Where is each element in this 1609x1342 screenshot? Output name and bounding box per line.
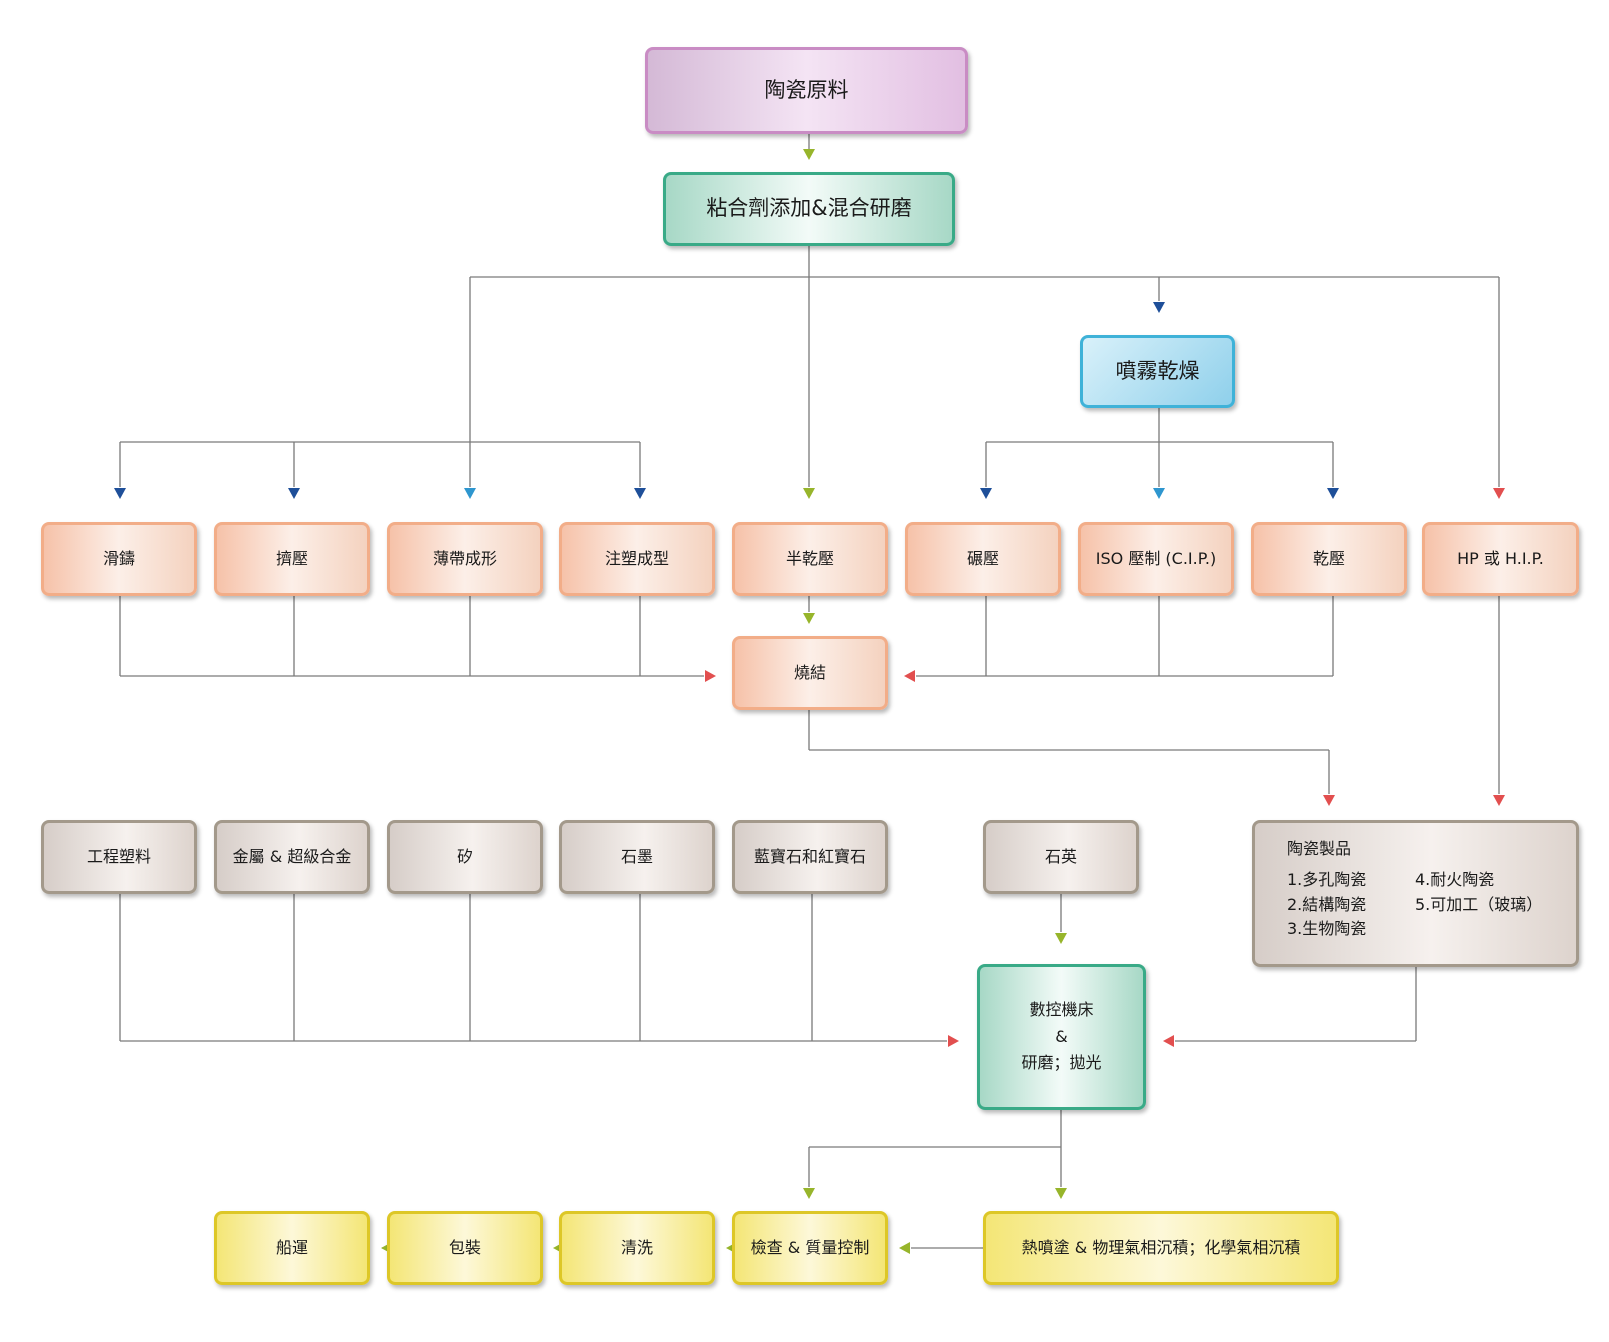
node-spray-dry: 噴霧乾燥 xyxy=(1080,335,1235,408)
arrowhead xyxy=(705,670,716,682)
ceramic-products-list: 1.多孔陶瓷 4.耐火陶瓷 2.結構陶瓷 5.可加工（玻璃） 3.生物陶瓷 xyxy=(1287,870,1565,940)
label-dry-press: 乾壓 xyxy=(1312,548,1345,568)
arrowhead xyxy=(948,1035,959,1047)
node-shipping: 船運 xyxy=(214,1211,370,1285)
node-hp-hip: HP 或 H.I.P. xyxy=(1422,522,1579,596)
arrowhead xyxy=(1323,795,1335,806)
arrowhead xyxy=(1493,795,1505,806)
node-quartz: 石英 xyxy=(983,820,1139,894)
arrowhead xyxy=(803,613,815,624)
label-sintering: 燒結 xyxy=(793,662,826,682)
node-inspection: 檢查 & 質量控制 xyxy=(732,1211,888,1285)
node-extrusion: 擠壓 xyxy=(214,522,370,596)
node-packaging: 包裝 xyxy=(387,1211,543,1285)
node-coating: 熱噴塗 & 物理氣相沉積；化學氣相沉積 xyxy=(983,1211,1339,1285)
label-sapphire-ruby: 藍寶石和紅寶石 xyxy=(753,846,866,866)
node-roll-press: 碾壓 xyxy=(905,522,1061,596)
arrowhead xyxy=(1153,302,1165,313)
label-shipping: 船運 xyxy=(275,1237,308,1257)
label-tape-casting: 薄帶成形 xyxy=(432,548,497,568)
label-metals-alloys: 金屬 & 超級合金 xyxy=(232,846,352,866)
label-binder-mix: 粘合劑添加&混合研磨 xyxy=(706,196,912,221)
node-injection-molding: 注塑成型 xyxy=(559,522,715,596)
node-graphite: 石墨 xyxy=(559,820,715,894)
ceramic-products-content: 陶瓷製品 1.多孔陶瓷 4.耐火陶瓷 2.結構陶瓷 5.可加工（玻璃） 3.生物… xyxy=(1287,839,1565,940)
node-silicon: 矽 xyxy=(387,820,543,894)
arrowhead xyxy=(803,149,815,160)
label-injection-molding: 注塑成型 xyxy=(604,548,669,568)
arrowhead xyxy=(634,488,646,499)
arrowhead xyxy=(1055,933,1067,944)
node-semi-dry-press: 半乾壓 xyxy=(732,522,888,596)
product-item: 3.生物陶瓷 xyxy=(1287,919,1367,939)
arrowhead xyxy=(803,1188,815,1199)
label-quartz: 石英 xyxy=(1044,846,1077,866)
arrowhead xyxy=(1493,488,1505,499)
arrowhead xyxy=(1327,488,1339,499)
label-raw-material: 陶瓷原料 xyxy=(764,77,849,102)
label-hp-hip: HP 或 H.I.P. xyxy=(1457,548,1544,568)
arrowhead xyxy=(464,488,476,499)
label-silicon: 矽 xyxy=(456,846,473,866)
arrowhead xyxy=(1163,1035,1174,1047)
node-dry-press: 乾壓 xyxy=(1251,522,1407,596)
node-engineering-plastics: 工程塑料 xyxy=(41,820,197,894)
node-metals-alloys: 金屬 & 超級合金 xyxy=(214,820,370,894)
node-iso-press: ISO 壓制 (C.I.P.) xyxy=(1078,522,1234,596)
node-sapphire-ruby: 藍寶石和紅寶石 xyxy=(732,820,888,894)
node-cleaning: 清洗 xyxy=(559,1211,715,1285)
node-ceramic-products: 陶瓷製品 1.多孔陶瓷 4.耐火陶瓷 2.結構陶瓷 5.可加工（玻璃） 3.生物… xyxy=(1252,820,1579,967)
label-inspection: 檢查 & 質量控制 xyxy=(750,1237,870,1257)
product-item: 4.耐火陶瓷 xyxy=(1415,869,1495,889)
cnc-label-line3: 研磨；拋光 xyxy=(1021,1053,1102,1073)
product-item xyxy=(1415,919,1565,940)
label-roll-press: 碾壓 xyxy=(966,548,999,568)
label-coating: 熱噴塗 & 物理氣相沉積；化學氣相沉積 xyxy=(1021,1237,1301,1257)
cnc-label-line2: & xyxy=(1055,1026,1068,1046)
node-binder-mix: 粘合劑添加&混合研磨 xyxy=(663,172,955,246)
product-item: 1.多孔陶瓷 xyxy=(1287,869,1367,889)
label-semi-dry-press: 半乾壓 xyxy=(785,548,834,568)
arrowhead xyxy=(980,488,992,499)
label-engineering-plastics: 工程塑料 xyxy=(86,846,151,866)
label-spray-dry: 噴霧乾燥 xyxy=(1115,358,1200,383)
node-tape-casting: 薄帶成形 xyxy=(387,522,543,596)
arrowhead xyxy=(904,670,915,682)
node-raw-material: 陶瓷原料 xyxy=(645,47,968,134)
label-slip-casting: 滑鑄 xyxy=(102,548,135,568)
arrowhead xyxy=(1153,488,1165,499)
arrowhead xyxy=(899,1242,910,1254)
label-cleaning: 清洗 xyxy=(620,1237,653,1257)
arrowhead xyxy=(288,488,300,499)
label-extrusion: 擠壓 xyxy=(275,548,308,568)
label-packaging: 包裝 xyxy=(448,1237,481,1257)
arrowhead xyxy=(1055,1188,1067,1199)
arrowhead xyxy=(803,488,815,499)
label-iso-press: ISO 壓制 (C.I.P.) xyxy=(1095,548,1217,568)
cnc-label-line1: 數控機床 xyxy=(1029,999,1094,1019)
label-graphite: 石墨 xyxy=(620,846,653,866)
ceramic-products-title: 陶瓷製品 xyxy=(1287,839,1352,858)
node-cnc: 數控機床 & 研磨；拋光 xyxy=(977,964,1146,1110)
arrowhead xyxy=(114,488,126,499)
node-slip-casting: 滑鑄 xyxy=(41,522,197,596)
node-sintering: 燒結 xyxy=(732,636,888,710)
product-item: 5.可加工（玻璃） xyxy=(1415,894,1543,914)
product-item: 2.結構陶瓷 xyxy=(1287,894,1367,914)
